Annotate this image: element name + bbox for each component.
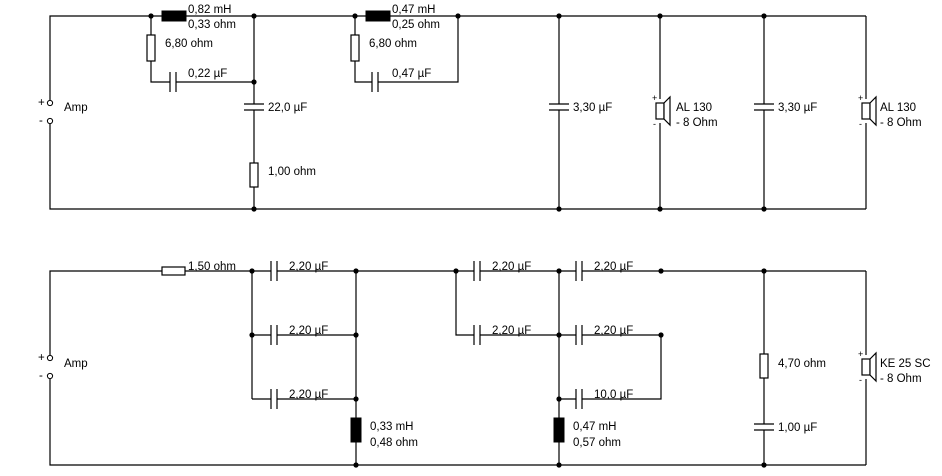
- bottom-capacitor-c8: 10,0 µF: [575, 389, 633, 409]
- top-wires: [49, 15, 867, 210]
- top-speaker-1: + - AL 130 - 8 Ohm: [652, 93, 718, 129]
- top-amp-terminals: + - Amp: [38, 97, 88, 127]
- top-capacitor-c2: 22,0 µF: [244, 102, 307, 114]
- bottom-r2-label: 4,70 ohm: [778, 358, 826, 370]
- top-c5-label: 3,30 µF: [778, 102, 817, 114]
- bottom-spk-plus: +: [858, 349, 863, 359]
- top-inductor-l1: 0,82 mH 0,33 ohm: [161, 4, 236, 31]
- bottom-l2-resistance: 0,57 ohm: [573, 437, 621, 449]
- top-c4-label: 3,30 µF: [573, 102, 612, 114]
- top-circuit: + - Amp 0,82 mH 0,33 ohm 6,80 ohm 0,22 µ…: [38, 4, 922, 212]
- bottom-c5-label: 2,20 µF: [492, 325, 531, 337]
- top-amp-label: Amp: [64, 102, 88, 114]
- top-resistor-r1: 6,80 ohm: [146, 34, 213, 62]
- top-capacitor-c5: 3,30 µF: [754, 102, 817, 114]
- bottom-l2-value: 0,47 mH: [573, 421, 616, 433]
- bottom-speaker: + - KE 25 SC - 8 Ohm: [858, 349, 931, 385]
- top-amp-plus: +: [38, 97, 45, 109]
- bottom-capacitor-c2: 2,20 µF: [270, 325, 328, 345]
- top-r3-label: 6,80 ohm: [369, 38, 417, 50]
- top-capacitor-c4: 3,30 µF: [549, 102, 612, 114]
- top-spk1-name: AL 130: [676, 102, 712, 114]
- bottom-capacitor-c3: 2,20 µF: [270, 389, 328, 409]
- bottom-c3-label: 2,20 µF: [289, 389, 328, 401]
- bottom-capacitor-c4: 2,20 µF: [473, 261, 531, 281]
- top-spk1-plus: +: [652, 93, 657, 103]
- top-speaker-2: + - AL 130 - 8 Ohm: [858, 93, 922, 129]
- bottom-amp-terminals: + - Amp: [38, 352, 88, 382]
- bottom-capacitor-c1: 2,20 µF: [270, 261, 328, 281]
- bottom-c9-label: 1,00 µF: [778, 422, 817, 434]
- bottom-c6-label: 2,20 µF: [594, 261, 633, 273]
- top-resistor-r2: 1,00 ohm: [249, 162, 316, 188]
- top-l1-value: 0,82 mH: [188, 4, 231, 16]
- bottom-inductor-l1: 0,33 mH 0,48 ohm: [350, 417, 418, 449]
- top-r2-label: 1,00 ohm: [268, 166, 316, 178]
- bottom-l1-resistance: 0,48 ohm: [370, 437, 418, 449]
- top-capacitor-c3: 0,47 µF: [371, 68, 431, 92]
- bottom-spk-name: KE 25 SC: [880, 358, 931, 370]
- bottom-inductor-l2: 0,47 mH 0,57 ohm: [553, 417, 621, 449]
- top-inductor-l2: 0,47 mH 0,25 ohm: [365, 4, 440, 31]
- bottom-capacitor-c5: 2,20 µF: [473, 325, 531, 345]
- bottom-amp-label: Amp: [64, 358, 88, 370]
- bottom-spk-impedance: - 8 Ohm: [880, 373, 922, 385]
- top-l2-value: 0,47 mH: [392, 4, 435, 16]
- bottom-spk-minus: -: [859, 375, 862, 385]
- bottom-l1-value: 0,33 mH: [370, 421, 413, 433]
- bottom-resistor-r2: 4,70 ohm: [759, 353, 826, 379]
- top-spk2-impedance: - 8 Ohm: [880, 117, 922, 129]
- bottom-r1-label: 1,50 ohm: [188, 261, 236, 273]
- bottom-wires: [49, 270, 867, 466]
- top-c3-label: 0,47 µF: [392, 68, 431, 80]
- top-c2-label: 22,0 µF: [268, 102, 307, 114]
- top-spk2-minus: -: [859, 119, 862, 129]
- bottom-capacitor-c9: 1,00 µF: [754, 422, 817, 434]
- bottom-c4-label: 2,20 µF: [492, 261, 531, 273]
- bottom-c8-label: 10,0 µF: [594, 389, 633, 401]
- bottom-c7-label: 2,20 µF: [594, 325, 633, 337]
- top-capacitor-c1: 0,22 µF: [169, 68, 227, 92]
- bottom-resistor-r1: 1,50 ohm: [161, 261, 236, 276]
- bottom-capacitor-c6: 2,20 µF: [575, 261, 633, 281]
- top-l2-resistance: 0,25 ohm: [392, 19, 440, 31]
- bottom-amp-plus: +: [38, 352, 45, 364]
- bottom-c1-label: 2,20 µF: [289, 261, 328, 273]
- bottom-junctions: [249, 268, 767, 468]
- bottom-amp-minus: -: [39, 370, 43, 382]
- top-l1-resistance: 0,33 ohm: [188, 19, 236, 31]
- top-spk2-plus: +: [858, 93, 863, 103]
- top-r1-label: 6,80 ohm: [165, 38, 213, 50]
- top-amp-minus: -: [39, 115, 43, 127]
- bottom-capacitor-c7: 2,20 µF: [575, 325, 633, 345]
- top-junctions: [148, 13, 767, 212]
- top-spk1-minus: -: [653, 119, 656, 129]
- bottom-c2-label: 2,20 µF: [289, 325, 328, 337]
- bottom-circuit: + - Amp 1,50 ohm 2,20 µF 2,20 µF 2,20 µF: [38, 261, 931, 468]
- top-spk1-impedance: - 8 Ohm: [676, 117, 718, 129]
- top-resistor-r3: 6,80 ohm: [350, 34, 417, 62]
- top-spk2-name: AL 130: [880, 102, 916, 114]
- top-c1-label: 0,22 µF: [188, 68, 227, 80]
